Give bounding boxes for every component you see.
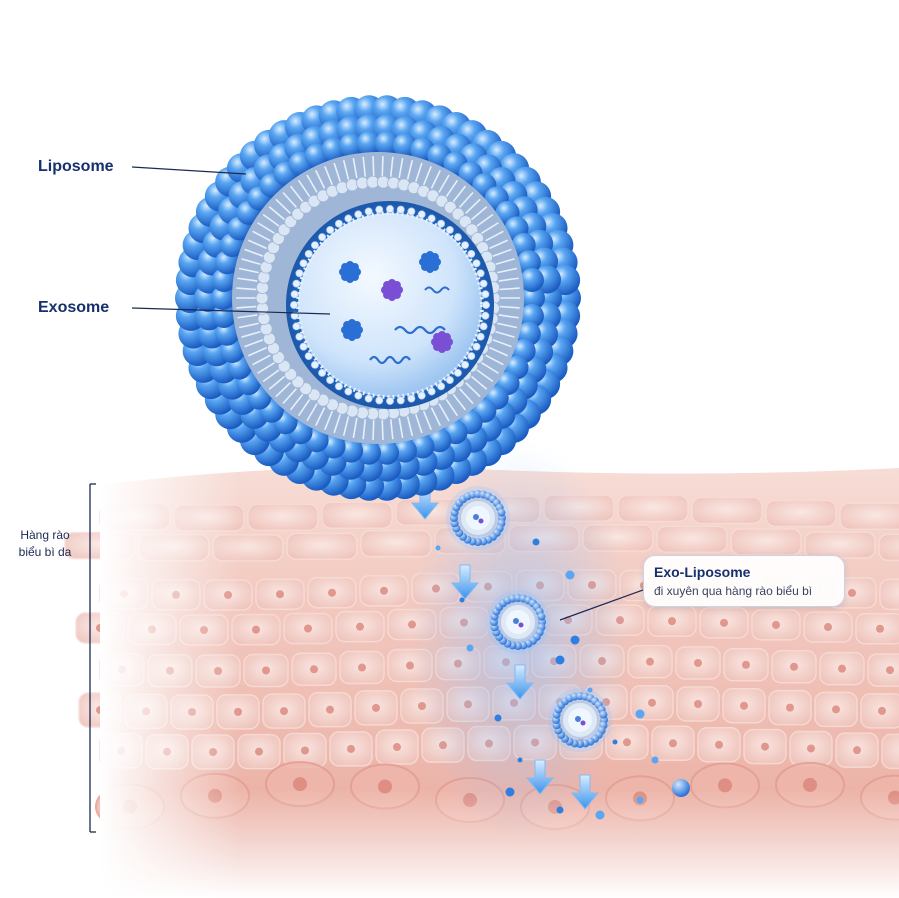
exo-liposome-callout: Exo-Liposome đi xuyên qua hàng rào biểu … bbox=[643, 555, 845, 607]
skin-barrier-bracket bbox=[89, 483, 96, 833]
exosome-vesicle bbox=[290, 205, 490, 405]
label-exosome: Exosome bbox=[38, 299, 110, 316]
leader-lines bbox=[131, 166, 644, 621]
callout-description: đi xuyên qua hàng rào biểu bì bbox=[654, 584, 813, 598]
callout-title: Exo-Liposome bbox=[654, 564, 751, 580]
penetration-path bbox=[410, 440, 690, 840]
label-liposome: Liposome bbox=[38, 158, 114, 175]
label-skin-barrier: Hàng rào biểu bì da bbox=[18, 528, 72, 559]
